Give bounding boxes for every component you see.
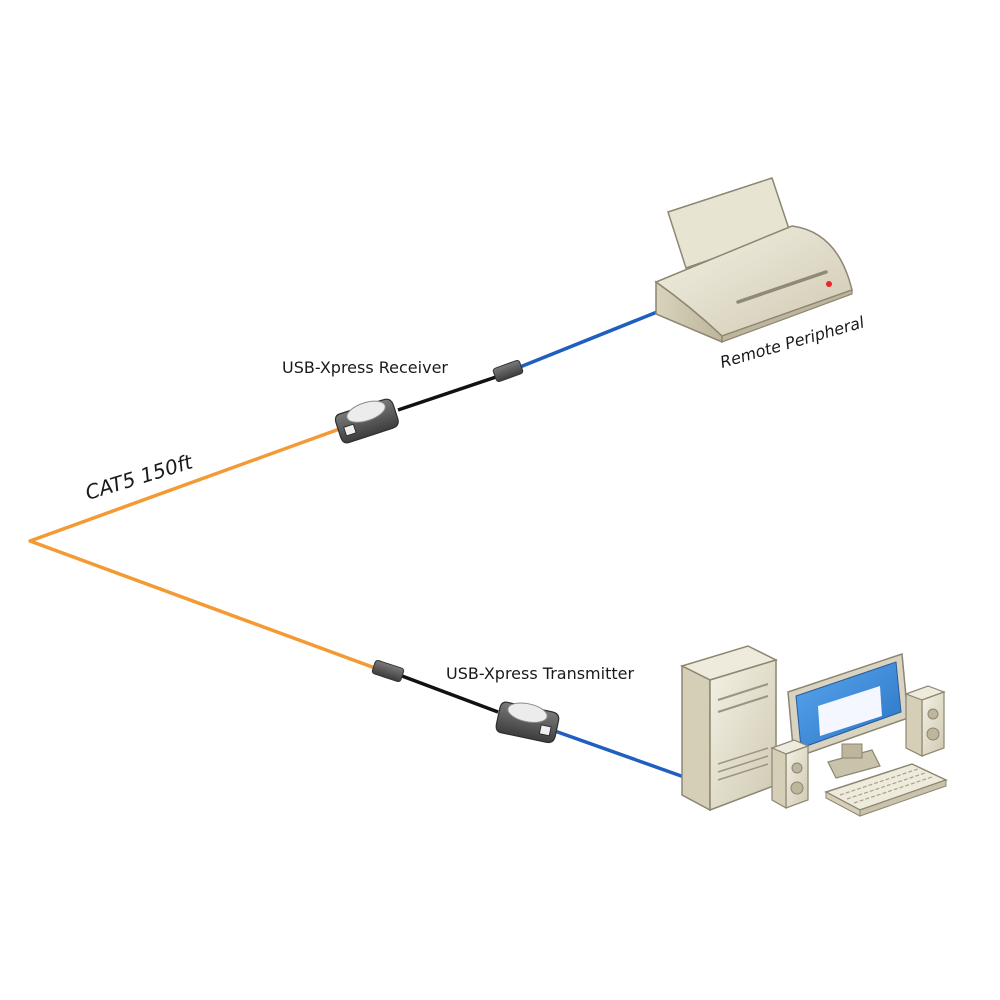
receiver-usb-cable (519, 308, 663, 369)
keyboard-icon (824, 763, 948, 817)
transmitter-usb-cable (551, 728, 685, 779)
cat5-cable (28, 425, 377, 670)
left-speaker-icon (770, 739, 810, 810)
transmitter-label: USB-Xpress Transmitter (446, 664, 634, 683)
right-speaker-icon (904, 685, 946, 757)
receiver-short-cable (397, 375, 497, 412)
printer-led-icon (826, 281, 832, 287)
printer-icon (654, 177, 853, 344)
transmitter-device-icon (495, 701, 560, 744)
receiver-usb-plug-icon (492, 359, 524, 383)
receiver-label: USB-Xpress Receiver (282, 358, 448, 377)
transmitter-short-cable (401, 674, 499, 714)
computer-icon (679, 645, 948, 817)
receiver-device-icon (334, 398, 399, 444)
cable-label: CAT5 150ft (82, 449, 196, 505)
transmitter-usb-plug-icon (371, 659, 405, 683)
